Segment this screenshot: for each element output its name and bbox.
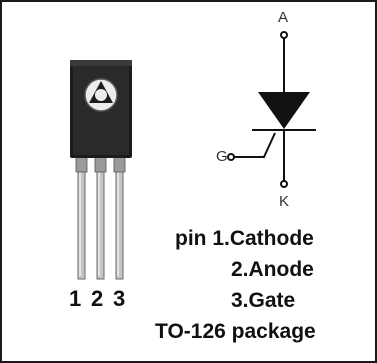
cathode-terminal	[280, 180, 288, 188]
pin-description-line-1: pin 1.Cathode	[175, 227, 314, 250]
gate-terminal	[227, 153, 235, 161]
pin-number-2: 2	[91, 286, 105, 311]
package-type-label: TO-126 package	[155, 320, 316, 343]
pin-description-line-2: 2.Anode	[231, 258, 314, 281]
anode-terminal	[280, 31, 288, 39]
pin-number-1: 1	[69, 286, 83, 311]
scr-triangle	[258, 92, 310, 129]
pin-number-3: 3	[113, 286, 127, 311]
mounting-hole	[84, 78, 118, 112]
gate-lead	[232, 132, 276, 158]
gate-label: G	[216, 148, 228, 165]
cathode-label: K	[279, 193, 290, 210]
pin-description-line-3: 3.Gate	[231, 289, 296, 312]
anode-label: A	[278, 9, 289, 26]
